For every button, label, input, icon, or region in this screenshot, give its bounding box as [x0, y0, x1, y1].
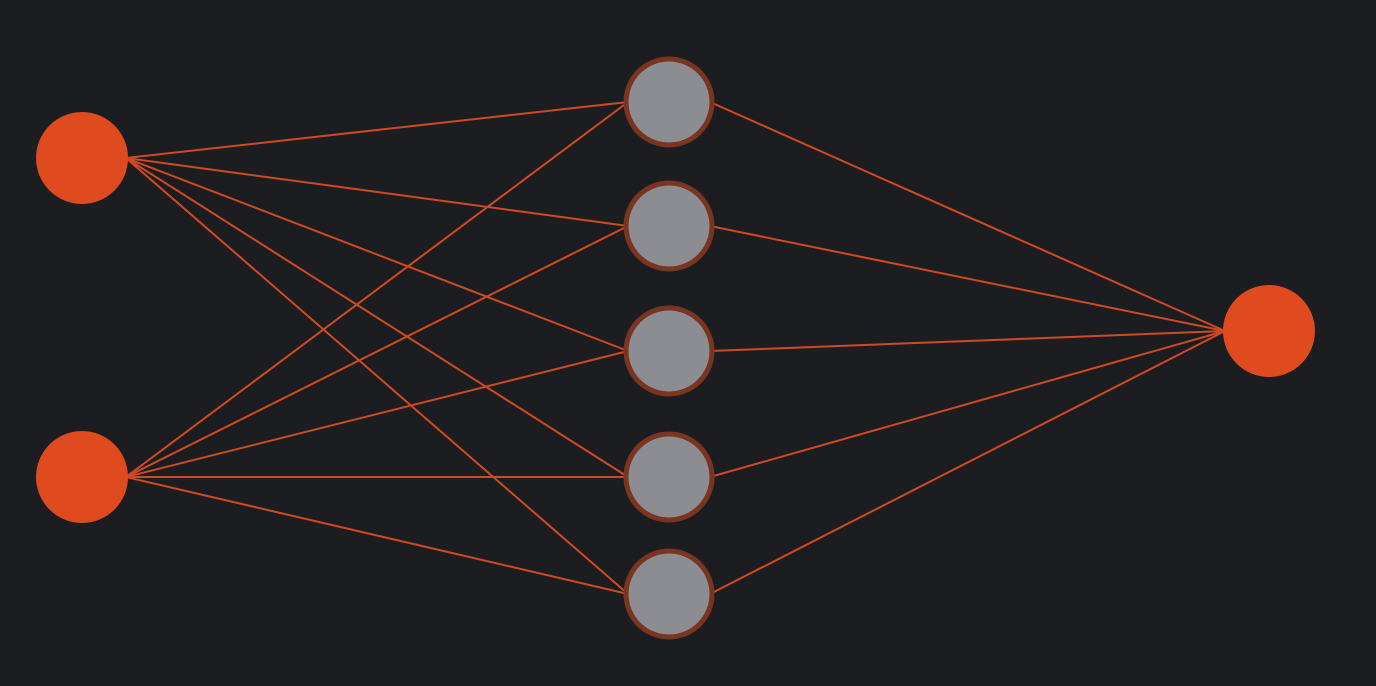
edge-input-1-to-hidden-3 — [125, 157, 629, 352]
hidden-node-3 — [623, 305, 715, 397]
connections — [125, 101, 1226, 595]
hidden-node-4 — [623, 431, 715, 523]
edge-input-2-to-hidden-2 — [125, 225, 629, 478]
edge-input-1-to-hidden-2 — [125, 157, 629, 227]
edge-hidden-2-to-output-1 — [709, 225, 1226, 332]
edge-input-2-to-hidden-1 — [125, 101, 629, 478]
edge-hidden-5-to-output-1 — [709, 330, 1226, 595]
edge-input-2-to-hidden-3 — [125, 350, 629, 478]
input-node-2 — [36, 431, 128, 523]
input-node-1 — [36, 112, 128, 204]
edge-hidden-3-to-output-1 — [709, 330, 1226, 352]
hidden-node-2 — [623, 180, 715, 272]
edge-hidden-1-to-output-1 — [709, 101, 1226, 332]
edge-input-2-to-hidden-5 — [125, 476, 629, 595]
edge-hidden-4-to-output-1 — [709, 330, 1226, 478]
edge-input-1-to-hidden-4 — [125, 157, 629, 478]
hidden-node-5 — [623, 548, 715, 640]
edge-input-1-to-hidden-1 — [125, 101, 629, 159]
output-node-1 — [1223, 285, 1315, 377]
edge-input-1-to-hidden-5 — [125, 157, 629, 595]
hidden-node-1 — [623, 56, 715, 148]
neurons — [36, 56, 1315, 640]
